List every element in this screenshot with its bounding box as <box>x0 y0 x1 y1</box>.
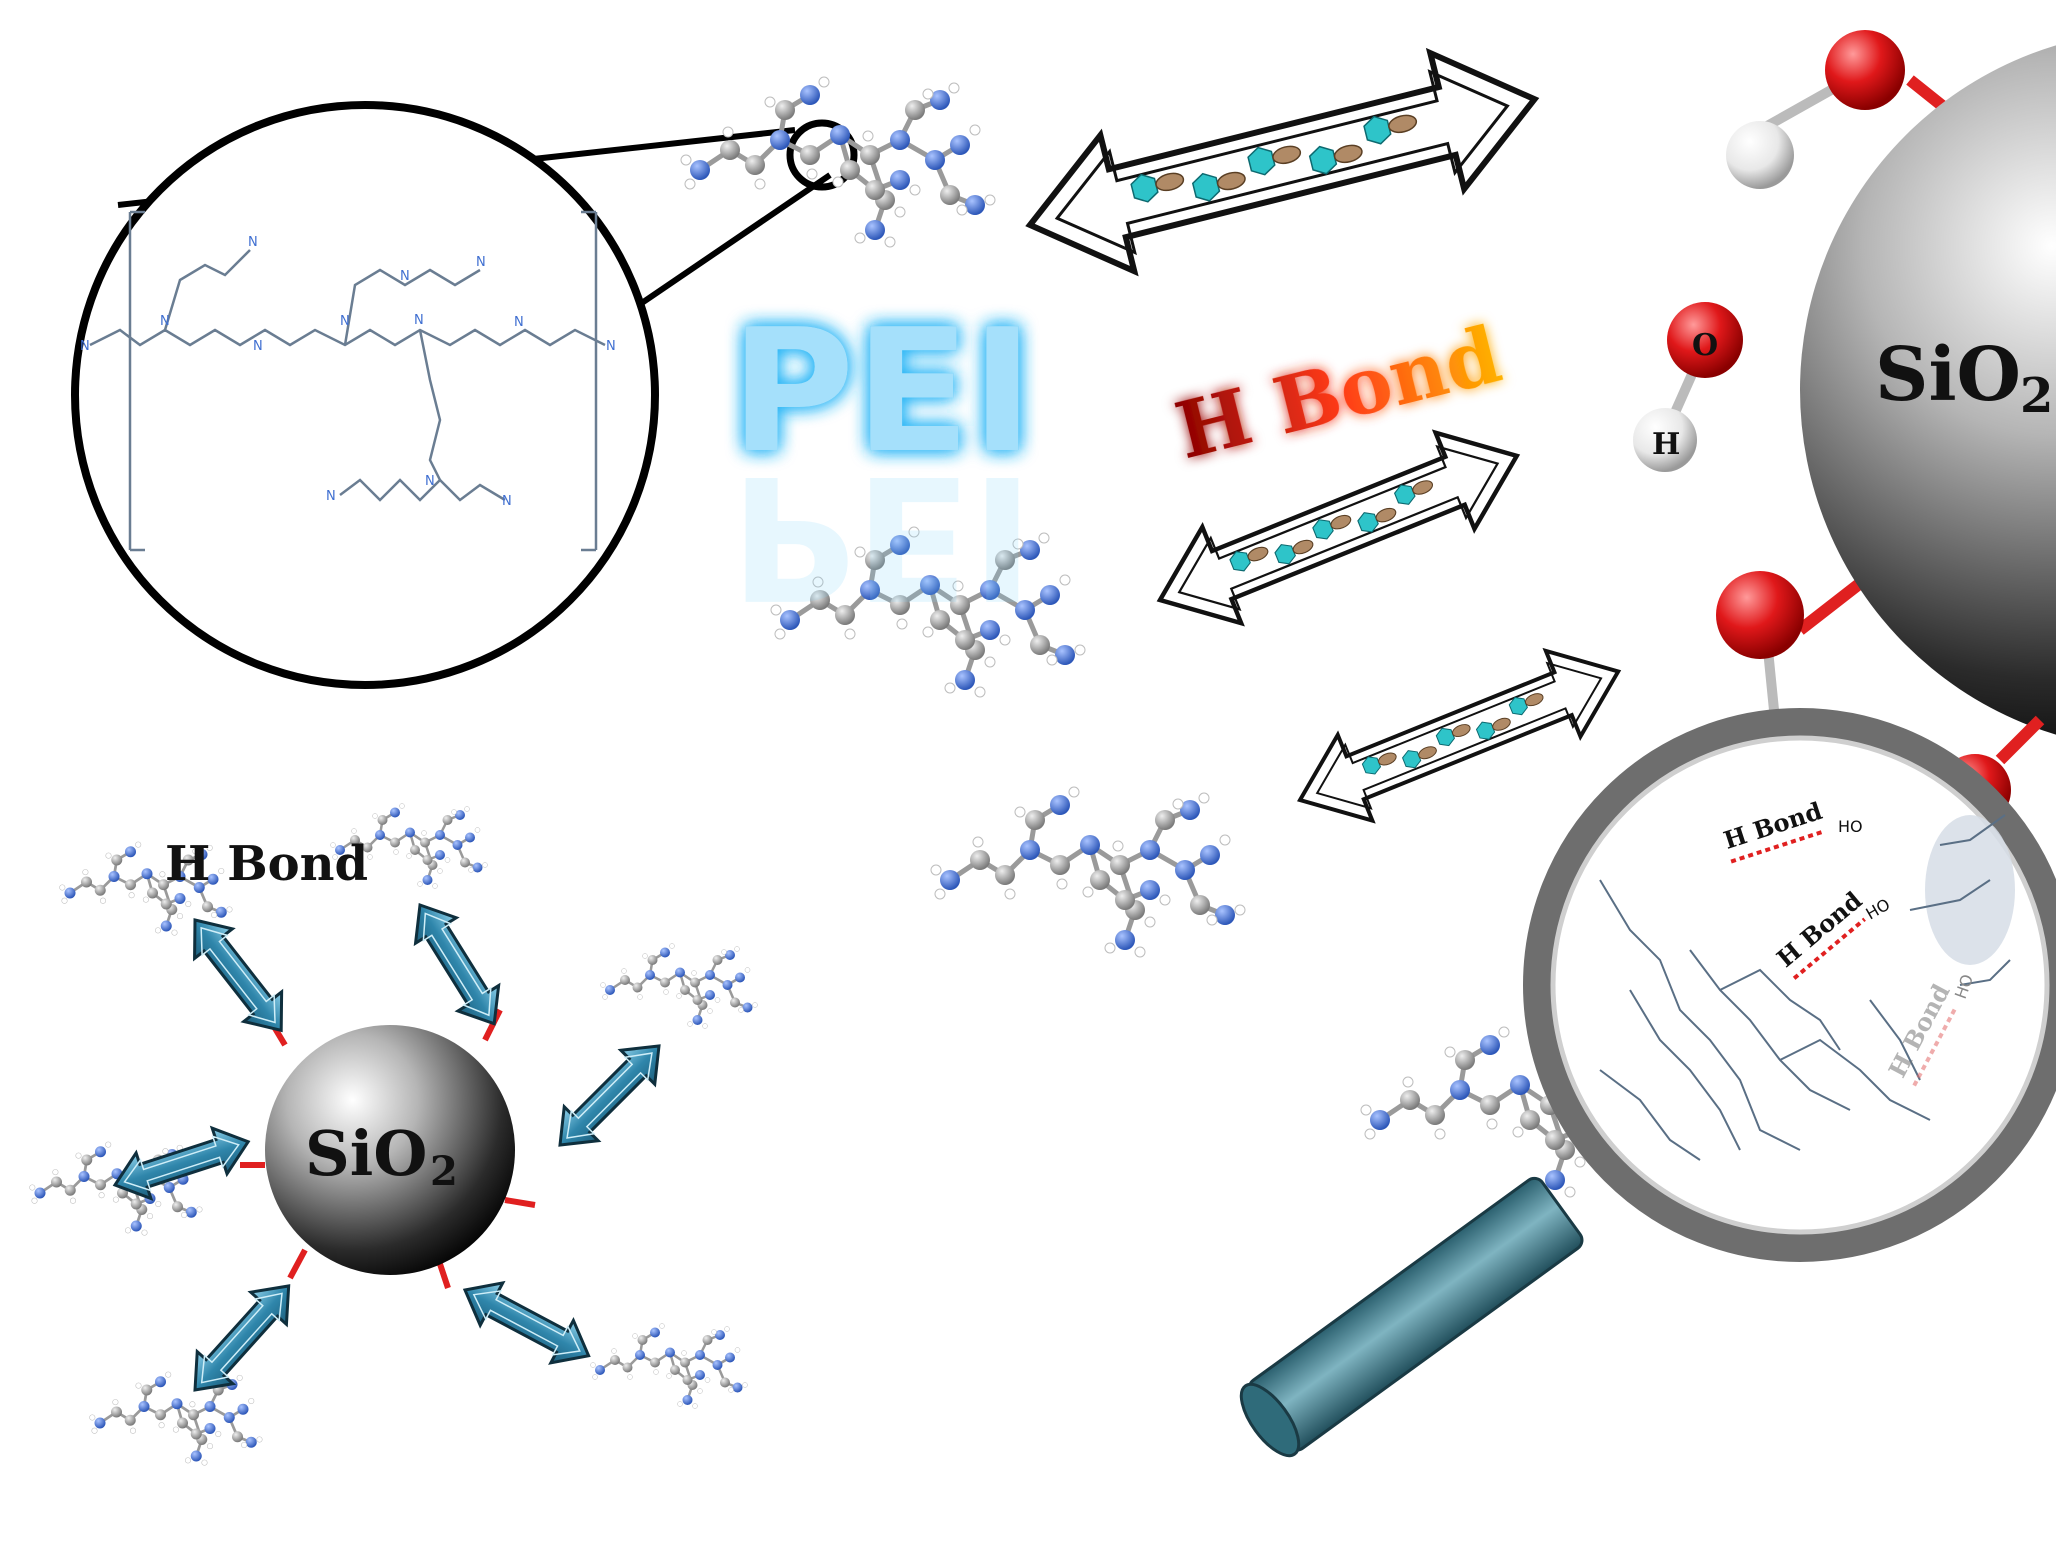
svg-text:N: N <box>425 474 435 489</box>
lens-structure <box>1599 814 2011 1161</box>
pei-label: PEI PEI PEI <box>730 293 1034 635</box>
svg-text:O: O <box>1692 328 1718 363</box>
pei-molecule-3 <box>931 787 1245 957</box>
svg-text:N: N <box>160 314 170 329</box>
magnifying-glass-icon <box>1239 708 2056 1458</box>
svg-text:N: N <box>606 339 616 354</box>
pei-structural-formula <box>89 210 606 552</box>
pei-structure-atoms: N N N N N N N N N N N N N <box>80 235 616 509</box>
svg-text:N: N <box>502 494 512 509</box>
svg-text:N: N <box>326 489 336 504</box>
svg-text:N: N <box>340 314 350 329</box>
svg-text:N: N <box>414 313 424 328</box>
hydroxyl-labeled: O H <box>1633 302 1743 472</box>
svg-text:N: N <box>80 339 90 354</box>
svg-text:2: 2 <box>2020 368 2053 424</box>
svg-text:2: 2 <box>430 1148 458 1195</box>
svg-text:SiO: SiO <box>305 1117 427 1190</box>
double-arrow-bottom <box>1280 626 1638 845</box>
sio2-small-sphere: SiO 2 <box>240 1008 536 1289</box>
svg-text:PEI: PEI <box>730 437 1034 635</box>
lens-ho-1: HO <box>1838 817 1863 836</box>
hydroxyl-top <box>1726 30 1905 189</box>
svg-text:N: N <box>476 255 486 270</box>
svg-text:PEI: PEI <box>730 293 1034 491</box>
sio2-large-sphere: SiO 2 <box>1796 45 2056 735</box>
zoom-circle-icon <box>71 101 858 689</box>
hbond-small-label: H Bond <box>165 836 368 892</box>
double-arrow-top <box>1013 31 1551 293</box>
svg-text:N: N <box>400 269 410 284</box>
svg-text:N: N <box>514 315 524 330</box>
svg-text:N: N <box>248 235 258 250</box>
pei-molecule-1 <box>681 77 995 247</box>
svg-text:N: N <box>253 339 263 354</box>
svg-text:PEI: PEI <box>730 293 1034 491</box>
svg-text:SiO: SiO <box>1875 332 2021 418</box>
svg-text:H: H <box>1652 427 1680 462</box>
